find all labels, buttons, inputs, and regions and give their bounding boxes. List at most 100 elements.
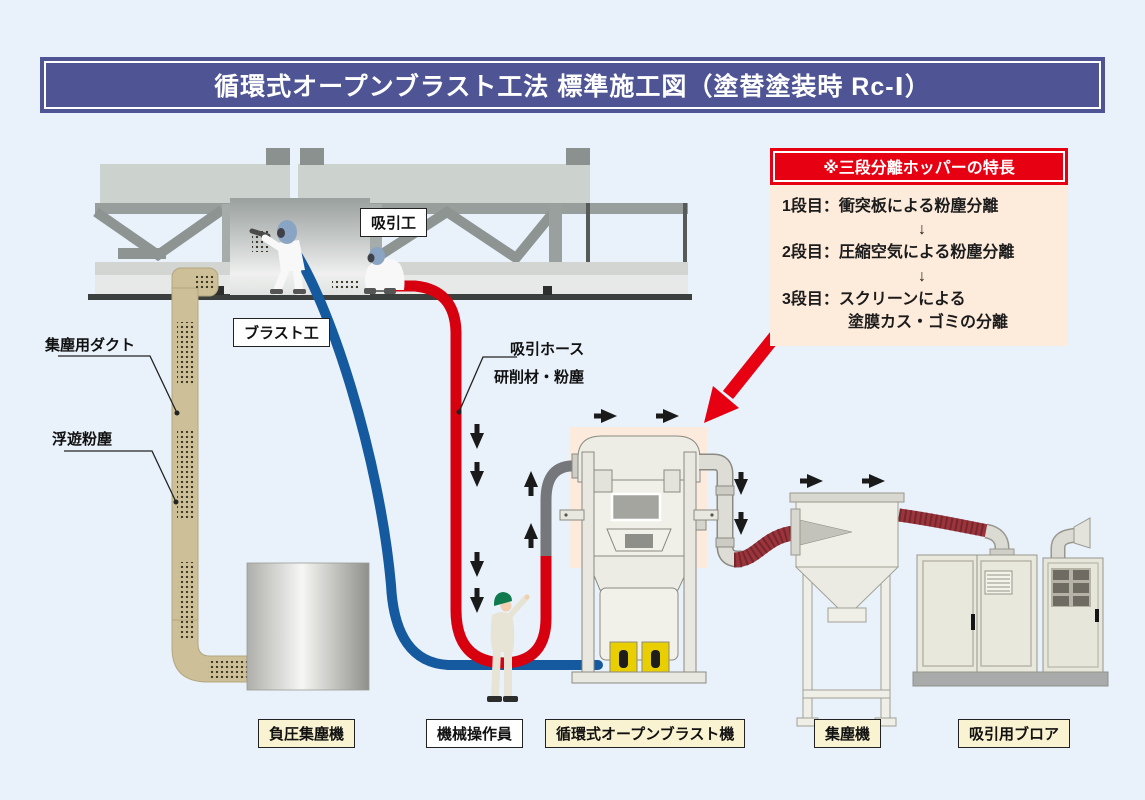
valve-nozzle (651, 650, 660, 668)
worker-boot (270, 289, 283, 294)
blower-inlet-pipe (984, 525, 1008, 556)
operator-hand (524, 594, 530, 600)
girder-edge-line (683, 203, 687, 296)
duct-grille (177, 322, 194, 386)
label-suction-hose: 吸引ホース (510, 341, 585, 358)
valve-nozzle (619, 650, 628, 668)
deck-post (566, 148, 590, 165)
machine-taper (585, 555, 695, 591)
label-blast-machine: 循環式オープンブラスト機 (545, 719, 746, 748)
suction-hose-grey-end (540, 460, 576, 556)
pointer-arrow-head (704, 386, 739, 423)
label-abrasive-dust: 研削材・粉塵 (494, 369, 585, 386)
title-frame: 循環式オープンブラスト工法 標準施工図（塗替塗装時 Rc-Ⅰ） (44, 61, 1101, 109)
feature-box-title: ※三段分離ホッパーの特長 (823, 160, 1015, 177)
pipe-flange (715, 485, 735, 496)
feature-box: ※三段分離ホッパーの特長 1段目：衝突板による粉塵分離 ↓ 2段目：圧縮空気によ… (770, 148, 1068, 347)
machine-window (610, 492, 662, 522)
label-vacuum-dust-collector: 負圧集塵機 (258, 719, 356, 748)
feature-box-header: ※三段分離ホッパーの特長 (770, 148, 1068, 185)
cabinet-base (912, 671, 1109, 687)
machine-mount (663, 469, 681, 493)
blast-machine (559, 435, 742, 684)
label-floating-dust: 浮遊粉塵 (52, 431, 113, 448)
vacuum-dust-collector-tank (246, 562, 370, 691)
label-blast-worker: ブラスト工 (233, 318, 330, 347)
pipe-flange (715, 537, 735, 548)
feature-line-1: 1段目：衝突板による粉塵分離 (782, 198, 999, 215)
machine-panel-slot (625, 534, 653, 548)
worker-boot (293, 289, 306, 294)
label-machine-operator: 機械操作員 (426, 719, 524, 748)
label-suction-worker: 吸引工 (360, 208, 428, 237)
leader-line-suction-hose (458, 356, 517, 413)
down-arrow-glyph: ↓ (918, 267, 926, 285)
bridge-deck-right (298, 164, 590, 203)
leader-line-floating-dust (64, 450, 177, 503)
label-suction-blower: 吸引用ブロア (958, 719, 1071, 748)
machine-base (571, 671, 707, 684)
foot-block (543, 286, 552, 295)
duct-grille (178, 562, 194, 640)
worker-face-visor (277, 228, 285, 238)
worker-hood (277, 220, 297, 244)
door-handle (971, 614, 975, 630)
exhaust-flare (1073, 517, 1091, 549)
operator-shoe (503, 696, 518, 702)
window-pane (1073, 596, 1089, 606)
leader-dot (173, 499, 179, 505)
worker-boot (364, 288, 376, 294)
floor-dust (332, 279, 358, 291)
blast-hose-blue (285, 239, 603, 670)
label-dust-duct: 集塵用ダクト (45, 337, 136, 354)
machine-frame-leg (581, 451, 595, 679)
corrugated-hose-ribs (733, 524, 802, 568)
cabinet-door (980, 560, 1032, 667)
window-pane (1053, 596, 1069, 606)
operator-raised-arm (505, 596, 528, 621)
feature-line-3: 3段目：スクリーンによる (782, 290, 966, 308)
feature-line-3b: 塗膜カス・ゴミの分離 (848, 313, 1009, 331)
window-pane (1053, 570, 1069, 580)
suction-hose-red (370, 280, 552, 669)
deck-post (300, 148, 324, 165)
machine-pipe (699, 455, 742, 566)
suction-worker-figure (364, 247, 405, 294)
duct-inlet-grille (196, 274, 214, 291)
corrugated-hose-ribs (898, 508, 990, 538)
duct-grille (177, 430, 194, 518)
operator-legs (491, 646, 512, 701)
leader-lines (58, 355, 517, 505)
worker-boot (384, 288, 396, 294)
worker-arm (261, 234, 286, 253)
machine-mount (593, 469, 613, 493)
window-pane (1053, 583, 1069, 593)
operator-shoe (487, 696, 502, 702)
leader-dot (174, 410, 180, 416)
machine-frame-leg (683, 451, 697, 679)
title-bar: 循環式オープンブラスト工法 標準施工図（塗替塗装時 Rc-Ⅰ） (40, 57, 1105, 113)
leader-dot (456, 409, 462, 415)
suction-blower-cabinets (912, 517, 1109, 687)
hopper-inlet-flange (790, 508, 801, 556)
flow-arrows (470, 409, 885, 613)
door-handle (1095, 609, 1099, 622)
leader-line-duct (58, 355, 178, 414)
cabinet-door (922, 560, 974, 667)
page-title: 循環式オープンブラスト工法 標準施工図（塗替塗装時 Rc-Ⅰ） (214, 73, 931, 101)
louver-slats (987, 574, 1010, 592)
operator-helmet (494, 592, 512, 606)
label-dust-collector: 集塵機 (814, 719, 882, 748)
girder-edge-line (586, 203, 590, 296)
bolt (710, 513, 714, 517)
corrugated-hose (898, 508, 990, 538)
down-arrow-glyph: ↓ (918, 221, 926, 239)
deck-post (266, 148, 290, 165)
hopper-outlet (827, 607, 867, 623)
worker-face-visor (367, 253, 375, 263)
window-pane (1073, 583, 1089, 593)
exhaust-duct (1052, 529, 1077, 560)
feature-line-2: 2段目：圧縮空気による粉塵分離 (782, 244, 1015, 262)
